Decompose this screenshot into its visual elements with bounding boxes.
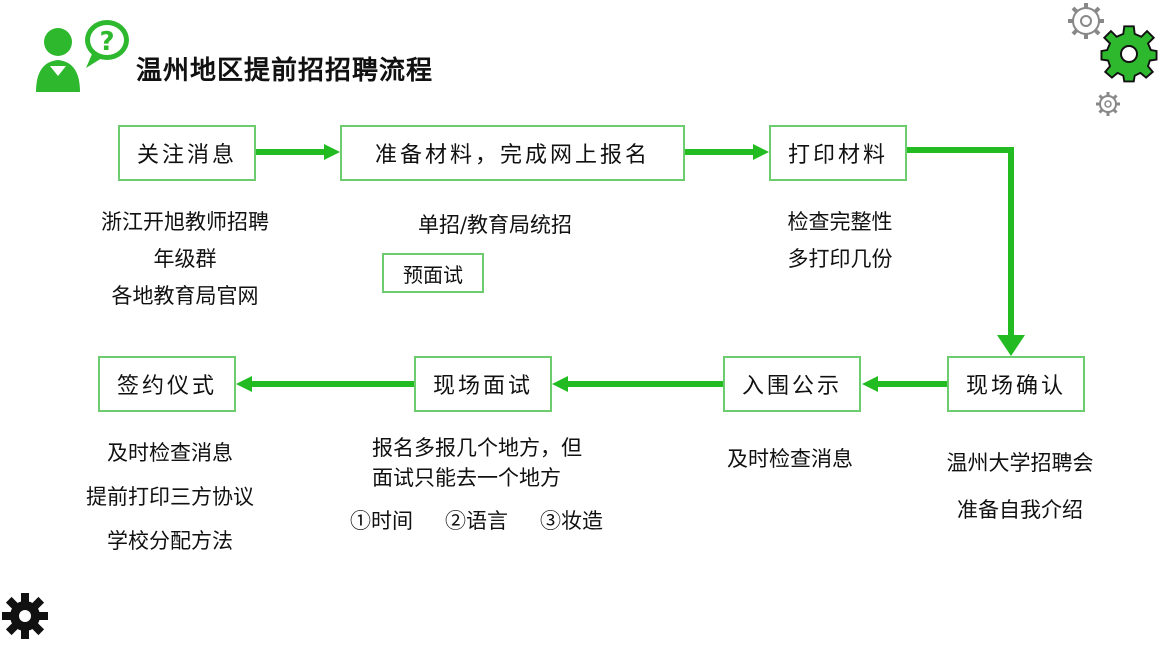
note-line: 报名多报几个地方，但 [372, 436, 582, 460]
step-label: 关注消息 [136, 143, 237, 168]
note-line: 各地教育局官网 [111, 284, 259, 308]
note-line: 浙江开旭教师招聘 [101, 210, 269, 234]
step-notes-signing: 及时检查消息 提前打印三方协议 学校分配方法 [50, 431, 290, 563]
step-box-signing: 签约仪式 [98, 356, 236, 412]
pre-interview-tag: 预面试 [382, 253, 484, 293]
step-notes-register: 单招/教育局统招 [380, 207, 610, 244]
step-notes-shortlist: 及时检查消息 [700, 441, 880, 478]
note-line: 及时检查消息 [107, 441, 233, 465]
note-line: 单招/教育局统招 [417, 213, 573, 237]
page-title: 温州地区提前招招聘流程 [136, 56, 434, 86]
step-box-register: 准备材料，完成网上报名 [340, 125, 685, 181]
step-notes-onsite-confirm: 温州大学招聘会 准备自我介绍 [910, 440, 1130, 534]
person-question-icon: ? [36, 20, 129, 92]
svg-text:?: ? [99, 27, 114, 57]
step-box-shortlist: 入围公示 [723, 356, 861, 412]
interview-tips: ①时间 ②语言 ③妆造 [350, 503, 650, 540]
tip-item: ①时间 [350, 509, 413, 533]
step-label: 签约仪式 [116, 374, 217, 399]
step-label: 准备材料，完成网上报名 [374, 143, 650, 168]
step-label: 打印材料 [787, 143, 888, 168]
tip-item: ③妆造 [540, 509, 603, 533]
step-label: 现场面试 [432, 374, 533, 399]
note-line: 及时检查消息 [727, 447, 853, 471]
step-box-print: 打印材料 [769, 125, 907, 181]
gear-icon-small [1096, 92, 1120, 116]
note-line: 多打印几份 [787, 247, 893, 271]
step-notes-print: 检查完整性 多打印几份 [740, 204, 940, 278]
note-line: 学校分配方法 [107, 529, 233, 553]
step-notes-follow-news: 浙江开旭教师招聘 年级群 各地教育局官网 [70, 204, 300, 315]
tip-item: ②语言 [445, 509, 508, 533]
step-label: 入围公示 [741, 374, 842, 399]
note-line: 准备自我介绍 [957, 498, 1083, 522]
step-label: 现场确认 [965, 374, 1066, 399]
gear-icon [1068, 3, 1104, 39]
step-box-onsite-confirm: 现场确认 [947, 356, 1085, 412]
note-line: 年级群 [153, 247, 217, 271]
step-box-interview: 现场面试 [414, 356, 552, 412]
step-box-follow-news: 关注消息 [118, 125, 256, 181]
note-line: 面试只能去一个地方 [372, 466, 561, 490]
step-notes-interview: 报名多报几个地方，但 面试只能去一个地方 [372, 433, 632, 493]
note-line: 检查完整性 [787, 210, 893, 234]
gear-icon-black [2, 593, 48, 639]
note-line: 温州大学招聘会 [946, 451, 1094, 475]
gear-icon-green [1100, 25, 1158, 83]
note-line: 提前打印三方协议 [86, 485, 254, 509]
